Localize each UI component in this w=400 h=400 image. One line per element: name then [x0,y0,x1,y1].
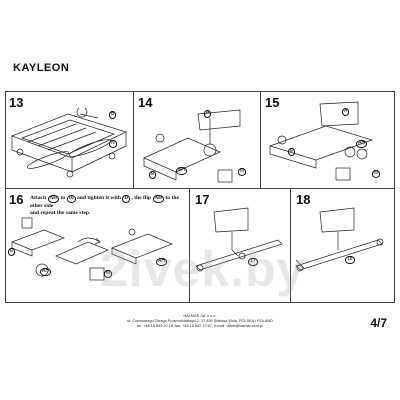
part-label-AH-16b: AH [156,258,167,266]
part-label-E-15: E [288,148,296,156]
grid-left-border [5,91,6,302]
part-label-18: 18 [345,256,355,264]
grid-right-border [394,91,395,302]
part-label-AH-16a: AH [40,268,51,276]
step-number-18: 18 [296,192,311,207]
step-17-illustration [195,207,283,272]
step-number-13: 13 [9,95,24,110]
grid-divider-bottom-2 [290,188,291,302]
grid-bottom-border [5,302,395,303]
footer-address: ul. Czerwonego Olesgo Prosmolnickiego 2,… [127,319,273,323]
note-to: to [60,195,66,201]
grid-divider-top-1 [133,91,134,188]
step-number-16: 16 [9,192,24,207]
note-other-side: to the other side [30,195,179,209]
note-part-AH: AH [47,195,60,203]
part-label-M-16: M [104,270,113,278]
grid-middle-border [5,188,395,189]
step-13-illustration [11,108,127,178]
part-label-E-16: E [8,248,16,256]
step-18-illustration [295,207,384,272]
note-part-D: D [122,195,130,203]
part-label-E-14: E [149,171,157,179]
grid-top-border [5,91,395,92]
note-flip: , the flip [131,195,152,201]
watermark: 2ivek.by [100,241,306,297]
part-label-AH-15: AH [356,140,367,148]
note-repeat: and repeat the same step. [30,209,91,216]
step-number-17: 17 [195,192,210,207]
page-number: 4/7 [370,316,387,330]
part-label-A-14: A [204,110,212,118]
note-part-AH-2: AH [152,195,165,203]
note-tighten: and tighten it with [76,195,121,201]
note-attach: Attach [30,195,47,201]
step-number-15: 15 [265,95,280,110]
part-label-A-15: A [342,108,350,116]
part-label-AH-14: AH [176,167,187,175]
product-title: KAYLEON [13,62,70,74]
note-part-16: 16 [66,195,76,203]
part-label-B: B [109,111,117,119]
part-label-M-14: M [238,168,247,176]
footer-contact: tel. +48 15 843 20 18, fax: +48 15 842 1… [137,324,263,328]
footer-company: HALMAR Sp. z o.o. [183,314,217,318]
step-16-instruction: Attach AH to 16 and tighten it with D , … [30,195,188,217]
grid-divider-bottom-1 [189,188,190,302]
part-label-N: N [109,140,117,148]
step-15-illustration [268,101,374,181]
step-14-illustration [143,109,241,183]
part-label-17: 17 [248,258,258,266]
step-number-14: 14 [138,95,153,110]
grid-divider-top-2 [260,91,261,188]
part-label-M-15: M [372,170,381,178]
